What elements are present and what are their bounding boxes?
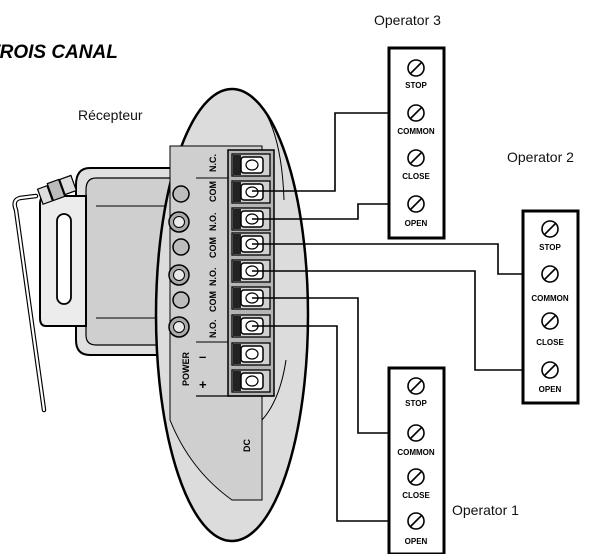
diagram-title: TROIS CANAL bbox=[0, 42, 118, 63]
operator-1-terminal-label: OPEN bbox=[405, 537, 428, 546]
operator-2-terminal-label: CLOSE bbox=[536, 338, 564, 347]
operator-3-panel: Operator 3 STOP COMMON CLOSE OPEN bbox=[374, 12, 446, 240]
wire-op1-open bbox=[252, 325, 406, 522]
operator-1-terminal-label: COMMON bbox=[397, 448, 435, 457]
wire-op3-open bbox=[252, 203, 406, 220]
receiver-jacks bbox=[168, 185, 190, 338]
operator-3-terminal-label: CLOSE bbox=[402, 172, 430, 181]
operator-3-label: Operator 3 bbox=[374, 12, 441, 28]
antenna bbox=[12, 174, 78, 413]
wires bbox=[252, 112, 540, 522]
contact-label-7: N.O. bbox=[208, 319, 218, 338]
wire-op2-common bbox=[252, 243, 540, 275]
operator-1-terminal-label: STOP bbox=[405, 399, 427, 408]
wire-op2-open bbox=[252, 270, 540, 371]
operator-2-terminal-label: OPEN bbox=[539, 385, 562, 394]
contact-label-2: COM bbox=[208, 181, 218, 202]
power-minus-label: – bbox=[199, 349, 206, 364]
contact-label-3: N.O. bbox=[208, 212, 218, 231]
contact-label-1: N.C. bbox=[208, 154, 218, 172]
dc-label: DC bbox=[242, 439, 252, 452]
operator-3-terminal-label: OPEN bbox=[405, 219, 428, 228]
wire-op1-common bbox=[252, 297, 406, 434]
operator-2-label: Operator 2 bbox=[507, 149, 574, 165]
operator-3-terminal-label: COMMON bbox=[397, 127, 435, 136]
contact-label-6: COM bbox=[208, 291, 218, 312]
operator-1-label: Operator 1 bbox=[452, 502, 519, 518]
operator-1-panel: Operator 1 STOP COMMON CLOSE OPEN bbox=[387, 366, 519, 554]
wire-op3-common bbox=[252, 112, 406, 192]
operator-2-terminal-label: STOP bbox=[539, 243, 561, 252]
operator-2-panel: Operator 2 STOP COMMON CLOSE OPEN bbox=[507, 149, 580, 405]
operator-1-terminal-label: CLOSE bbox=[402, 491, 430, 500]
contact-label-5: N.O. bbox=[208, 267, 218, 286]
receiver-label: Récepteur bbox=[78, 107, 143, 123]
contact-label-4: COM bbox=[208, 237, 218, 258]
power-plus-label: + bbox=[199, 377, 207, 392]
power-label: POWER bbox=[181, 351, 191, 386]
receiver-terminal-strip bbox=[231, 153, 271, 393]
operator-2-terminal-label: COMMON bbox=[531, 294, 569, 303]
operator-3-terminal-label: STOP bbox=[405, 81, 427, 90]
receiver-contact-labels: N.C. COM N.O. COM N.O. COM N.O. POWER – … bbox=[181, 154, 252, 452]
